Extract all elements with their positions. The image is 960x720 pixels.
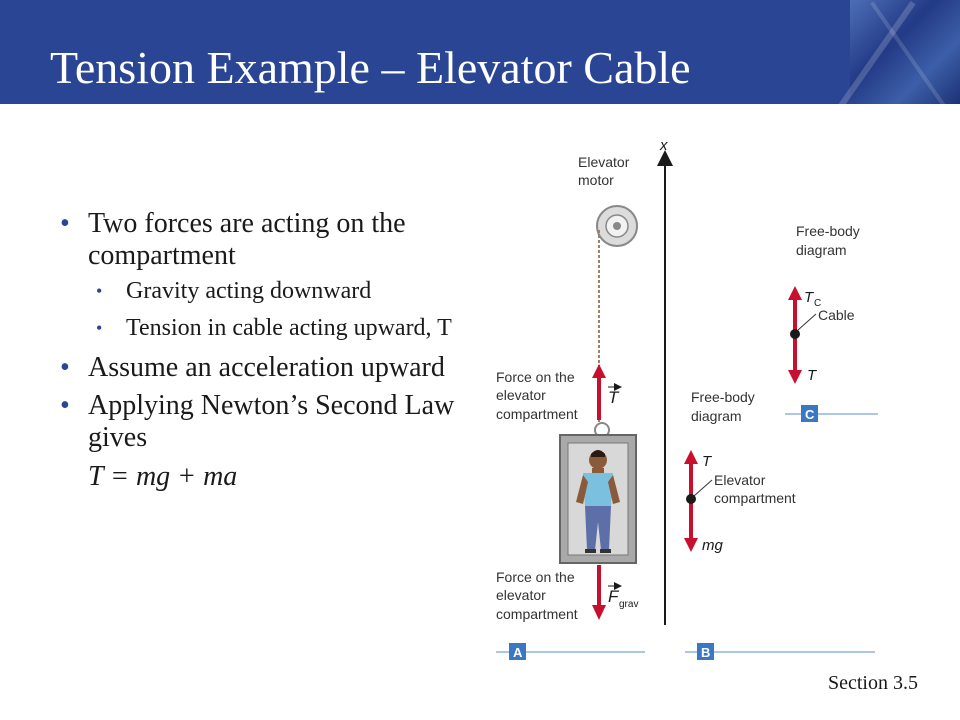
gravity-vector-label: F xyxy=(608,587,620,606)
force-up-label-2: elevator xyxy=(496,387,546,403)
pulley-icon xyxy=(596,205,638,247)
motor-label-line1: Elevator xyxy=(578,154,630,170)
slide-title: Tension Example – Elevator Cable xyxy=(50,42,691,93)
fbd-c-top-label: T xyxy=(804,289,815,306)
fbd-c-up-arrow-head xyxy=(788,286,802,300)
force-down-label-2: elevator xyxy=(496,587,546,603)
x-axis-label: x xyxy=(659,137,668,154)
fbd-b-up-arrow-head xyxy=(684,450,698,464)
sub-bullet-tension: Tension in cable acting upward, T xyxy=(90,315,470,342)
tension-vector-label: T xyxy=(608,388,620,407)
fbd-b-point xyxy=(686,494,696,504)
gravity-arrow-head xyxy=(592,605,606,620)
bullet-list: Two forces are acting on the compartment… xyxy=(60,208,470,494)
fbd-c-point xyxy=(790,329,800,339)
force-up-label-1: Force on the xyxy=(496,369,575,385)
sub-bullet-gravity: Gravity acting downward xyxy=(90,278,470,305)
panel-a-tag xyxy=(509,643,526,660)
fbd-b-down-arrow-head xyxy=(684,538,698,552)
bullet-newton: Applying Newton’s Second Law gives xyxy=(60,390,470,454)
person-icon xyxy=(576,450,620,553)
fbd-b-top-label: T xyxy=(702,453,713,470)
fbd-b-body-1: Elevator xyxy=(714,472,766,488)
bullet-forces: Two forces are acting on the compartment xyxy=(60,208,470,272)
motor-label-line2: motor xyxy=(578,172,614,188)
equation: T = mg + ma xyxy=(88,461,238,492)
fbd-c-top-subscript: C xyxy=(814,298,821,309)
elevator-figure: Elevator motor T Force on the elevator c… xyxy=(496,137,878,660)
force-down-label-3: compartment xyxy=(496,606,578,622)
panel-c-letter: C xyxy=(805,407,815,422)
fbd-c-label-2: diagram xyxy=(796,242,847,258)
fbd-c-label-1: Free-body xyxy=(796,223,860,239)
fbd-c-body: Cable xyxy=(818,307,855,323)
fbd-b-leader xyxy=(693,479,713,497)
force-down-label-1: Force on the xyxy=(496,569,575,585)
tension-arrow-head xyxy=(592,364,606,378)
section-label: Section 3.5 xyxy=(828,672,918,694)
header-decoration xyxy=(850,0,960,104)
fbd-b-label-2: diagram xyxy=(691,408,742,424)
fbd-c-bottom-label: T xyxy=(807,367,818,384)
gravity-vector-subscript: grav xyxy=(619,599,638,610)
panel-a-letter: A xyxy=(513,645,523,660)
force-up-label-3: compartment xyxy=(496,406,578,422)
fbd-b-body-2: compartment xyxy=(714,490,796,506)
title-bar: Tension Example – Elevator Cable xyxy=(0,0,960,104)
fbd-c-leader xyxy=(797,313,817,331)
fbd-b-bottom-label: mg xyxy=(702,537,723,554)
panel-b-letter: B xyxy=(701,645,710,660)
panel-b-tag xyxy=(697,643,714,660)
panel-c-tag xyxy=(801,405,818,422)
fbd-b-label-1: Free-body xyxy=(691,389,755,405)
bullet-acceleration: Assume an acceleration upward xyxy=(60,352,470,384)
fbd-c-down-arrow-head xyxy=(788,370,802,384)
